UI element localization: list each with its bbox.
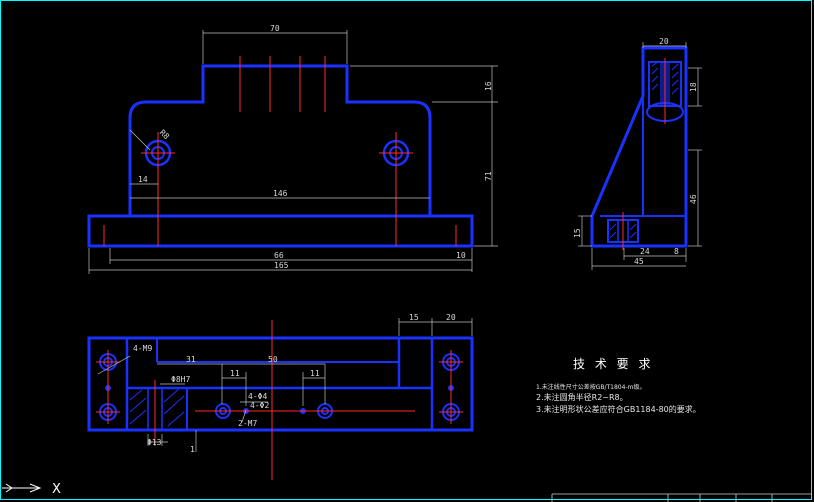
note-2: 2.未注圆角半径R2~R8。 (536, 392, 628, 402)
front-view: 70 16 71 R8 14 146 66 10 165 (87, 24, 498, 274)
dim-front-radius: R8 (158, 128, 171, 141)
dim-side-right-top: 18 (689, 82, 698, 92)
technical-notes: 技 术 要 求 1.未注线性尺寸公差按GB/T1804-m级。 2.未注圆角半径… (536, 357, 701, 414)
plan-dimension-lines (97, 318, 473, 452)
dim-front-hole-offset: 14 (138, 175, 148, 184)
dim-plan-11a: 11 (230, 369, 240, 378)
dim-plan-2m7: 2-M7 (238, 419, 257, 428)
side-center-lines (622, 58, 666, 250)
dim-plan-11b: 11 (310, 369, 320, 378)
dim-plan-20: 20 (446, 313, 456, 322)
front-dimension-lines (88, 30, 498, 274)
plan-outer-outline (87, 336, 474, 432)
dim-plan-4d2: 4-Φ2 (250, 401, 269, 410)
note-1: 1.未注线性尺寸公差按GB/T1804-m级。 (536, 383, 645, 391)
front-base (87, 214, 474, 248)
dim-side-right-mid: 46 (689, 194, 698, 204)
dim-plan-4m9: 4-M9 (133, 344, 152, 353)
dim-front-inner-width: 146 (273, 189, 288, 198)
dim-plan-15: 15 (409, 313, 419, 322)
dim-side-top: 20 (659, 37, 669, 46)
dim-plan-d13: Φ13 (147, 438, 162, 447)
dim-side-bot-24: 24 (640, 247, 650, 256)
dim-front-bottom-66: 66 (274, 251, 284, 260)
side-dimension-lines (578, 42, 702, 270)
dim-plan-50: 50 (268, 355, 278, 364)
dim-plan-8h7: Φ8H7 (171, 375, 190, 384)
dim-front-right-height: 71 (484, 171, 493, 181)
dim-front-overall: 165 (274, 261, 289, 270)
dim-side-bottom: 45 (634, 257, 644, 266)
ucs-icon: X (2, 482, 61, 497)
front-center-lines (103, 56, 457, 246)
dim-plan-4d4: 4-Φ4 (248, 392, 267, 401)
ucs-x-label: X (52, 482, 61, 497)
dim-plan-31: 31 (186, 355, 196, 364)
note-3: 3.未注明形状公差应符合GB1184-80的要求。 (536, 404, 701, 414)
dim-side-left-low: 15 (573, 228, 582, 238)
dim-side-bot-8: 8 (674, 247, 679, 256)
dim-plan-1: 1 (190, 445, 195, 454)
dim-front-right-top: 16 (484, 81, 493, 91)
side-view: 20 18 46 15 24 8 45 (573, 37, 702, 270)
plan-center-lines (96, 320, 463, 480)
dim-front-bottom-10: 10 (456, 251, 466, 260)
notes-title: 技 术 要 求 (573, 357, 653, 371)
plan-view: 15 20 31 50 11 11 4-M9 Φ8H7 4-Φ4 4-Φ2 2-… (87, 313, 474, 480)
title-block (551, 493, 812, 502)
plan-section-left (126, 387, 188, 431)
dim-front-top-width: 70 (270, 24, 280, 33)
front-body-outline (128, 64, 432, 216)
